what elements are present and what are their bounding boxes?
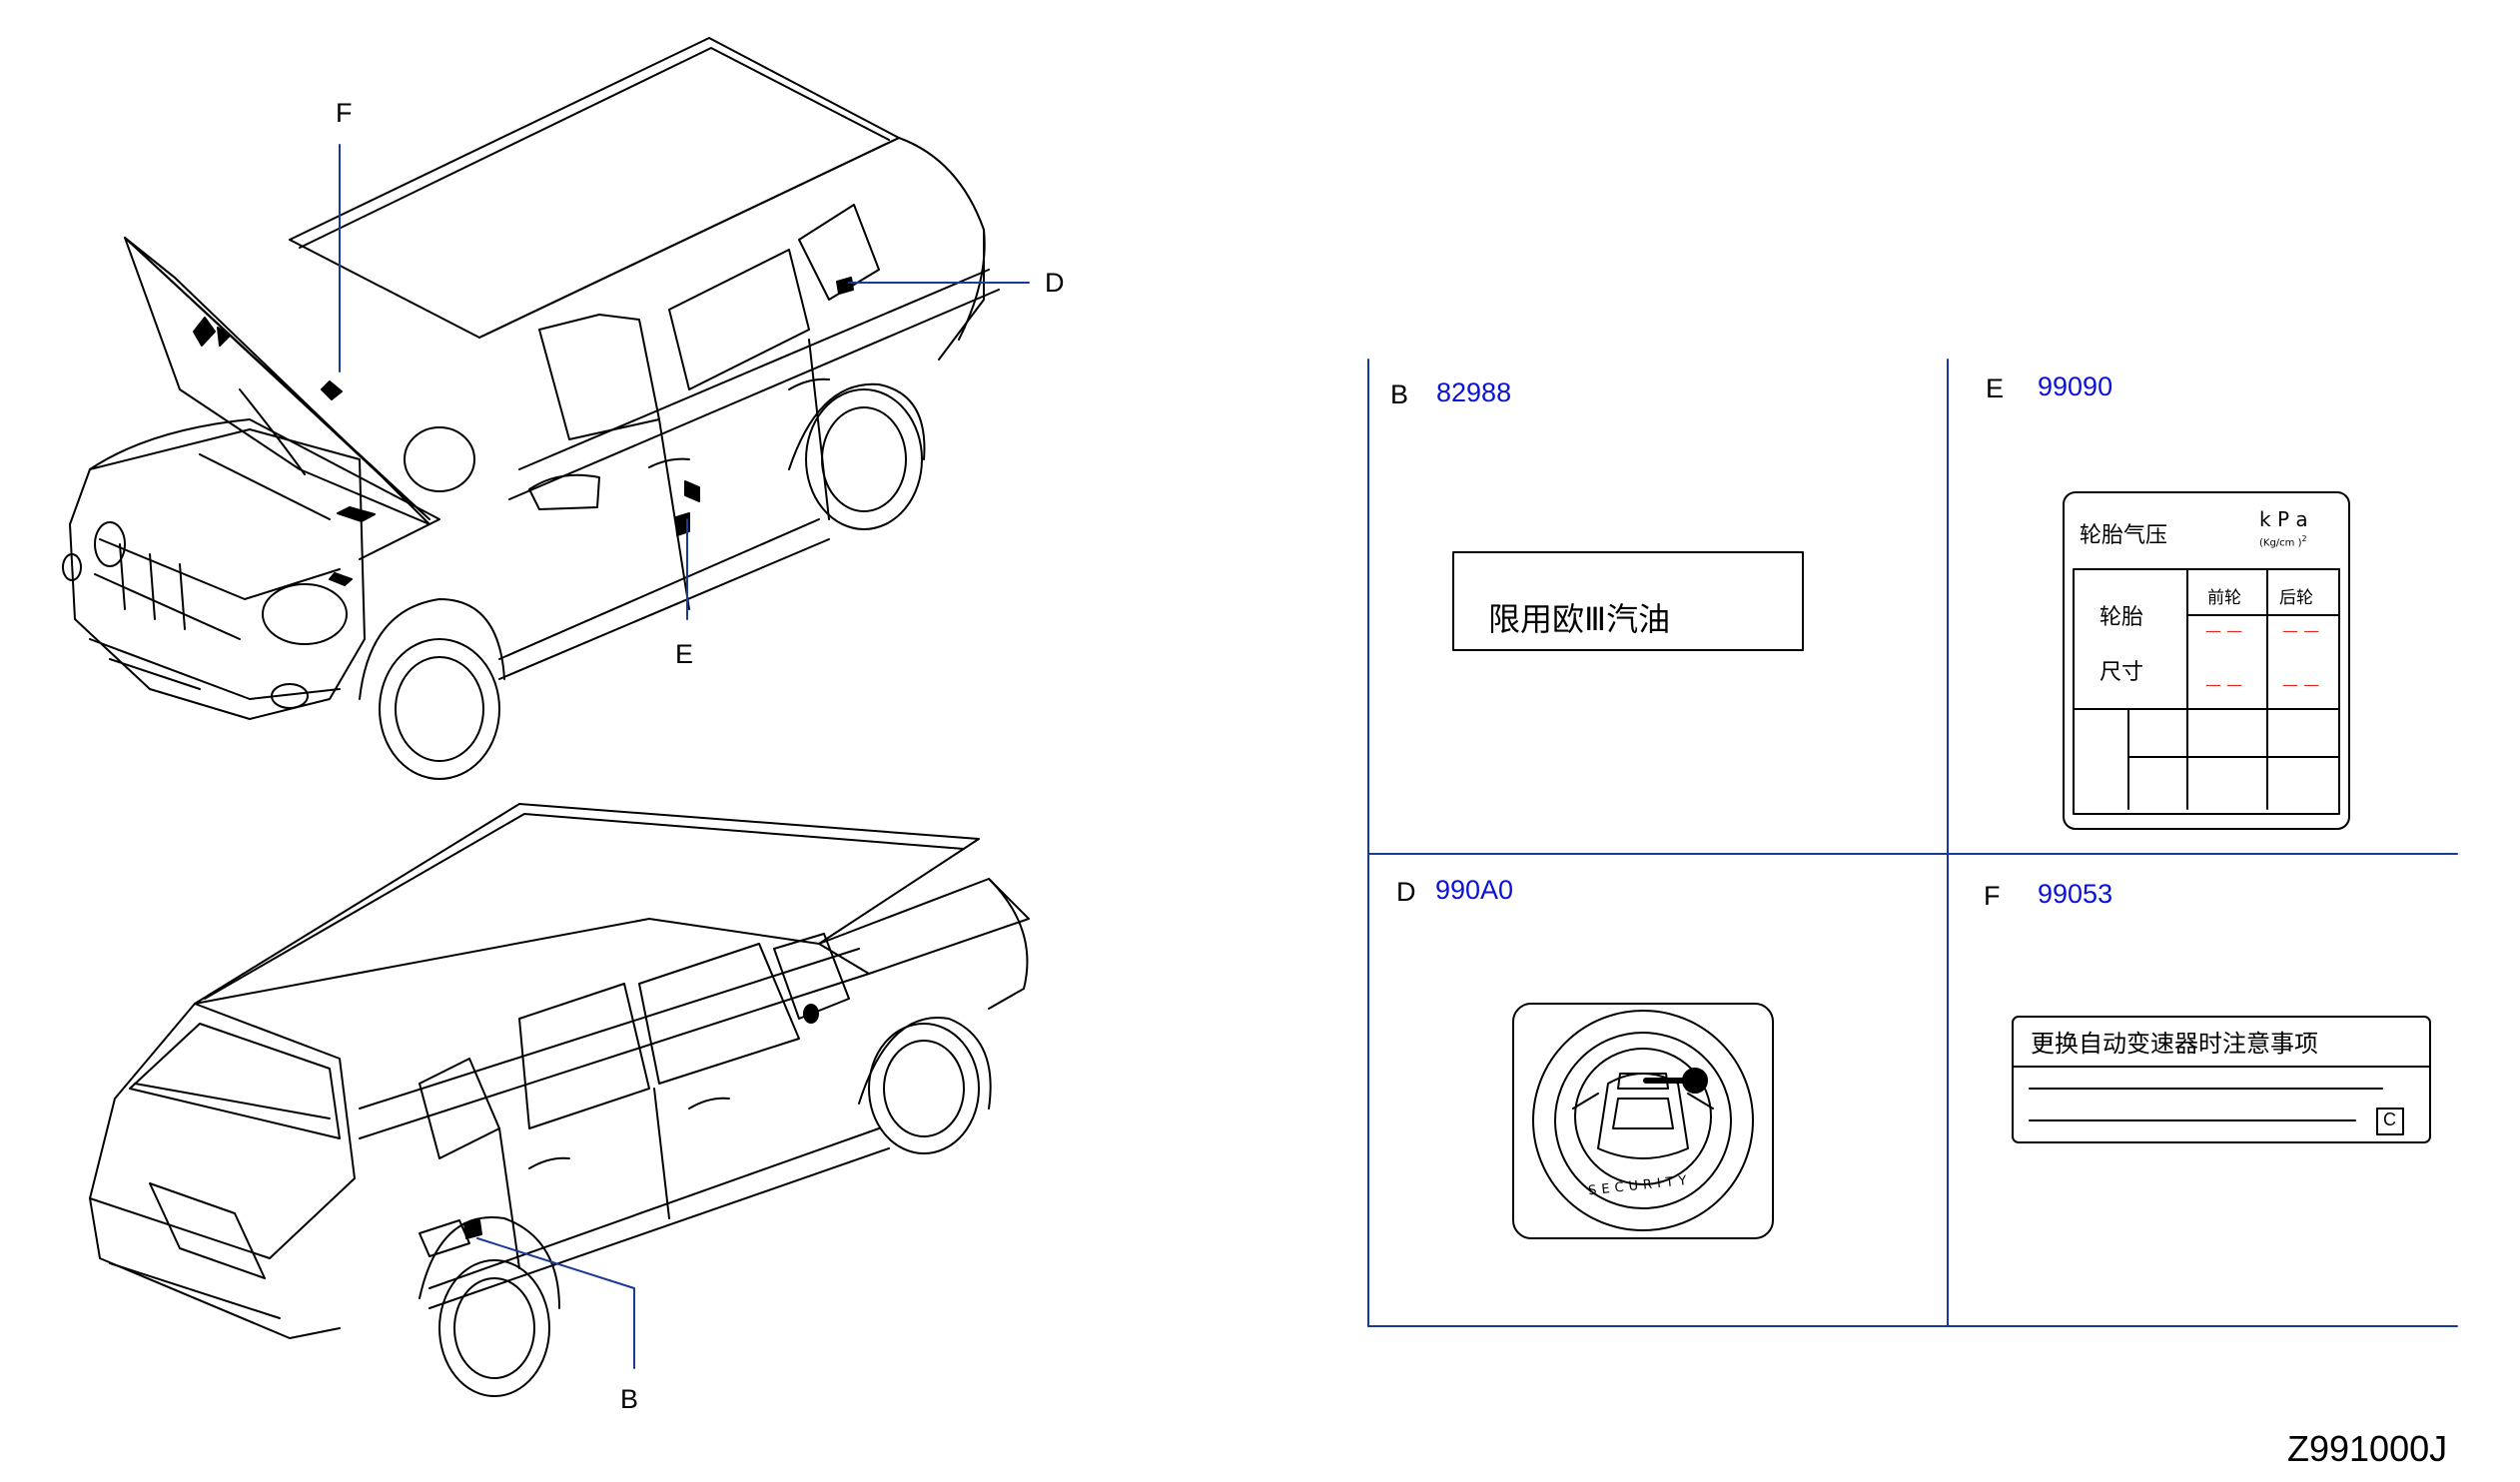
callout-b: B	[620, 1384, 639, 1414]
drawing-reference: Z991000J	[2287, 1428, 2448, 1469]
caution-label-title: 更换自动变速器时注意事项	[2031, 1030, 2318, 1058]
rear-vehicle-drawing	[89, 803, 1030, 1397]
panel-d-letter: D	[1396, 877, 1416, 907]
tire-rear-pressure-2: — —	[2282, 675, 2320, 694]
security-label	[1512, 1003, 1774, 1239]
callout-e: E	[675, 639, 694, 669]
caution-label-box-letter: C	[2383, 1110, 2396, 1129]
panel-b-part-number: 82988	[1436, 377, 1512, 407]
tire-label-rear: 后轮	[2279, 588, 2313, 608]
front-vehicle-drawing	[62, 37, 1000, 780]
tire-label-unit: k P a	[2259, 507, 2308, 531]
panel-d-part-number: 990A0	[1435, 875, 1514, 905]
caution-label	[2012, 1016, 2431, 1143]
tire-pressure-label	[2063, 491, 2350, 830]
tire-front-pressure-1: — —	[2205, 621, 2243, 640]
callout-f: F	[336, 98, 353, 128]
tire-label-title: 轮胎气压	[2080, 523, 2168, 548]
tire-label-front: 前轮	[2207, 588, 2241, 608]
panel-f-letter: F	[1984, 881, 2001, 911]
panel-f-part-number: 99053	[2038, 879, 2113, 909]
panel-b-letter: B	[1390, 379, 1409, 409]
panel-grid	[1367, 359, 2458, 1327]
tire-rear-pressure-1: — —	[2282, 621, 2320, 640]
b-label-box	[1452, 551, 1804, 651]
panel-e-letter: E	[1986, 373, 2005, 403]
tire-label-unit-sub: (Kg/cm )2	[2259, 534, 2307, 549]
tire-label-size: 尺寸	[2100, 660, 2144, 685]
panel-e-part-number: 99090	[2038, 371, 2113, 401]
leader-lines	[339, 144, 1030, 1369]
tire-label-tire: 轮胎	[2100, 605, 2144, 630]
panel-b-label-text: 限用欧Ⅲ汽油	[1488, 600, 1671, 638]
tire-front-pressure-2: — —	[2205, 675, 2243, 694]
callout-d: D	[1045, 268, 1065, 298]
